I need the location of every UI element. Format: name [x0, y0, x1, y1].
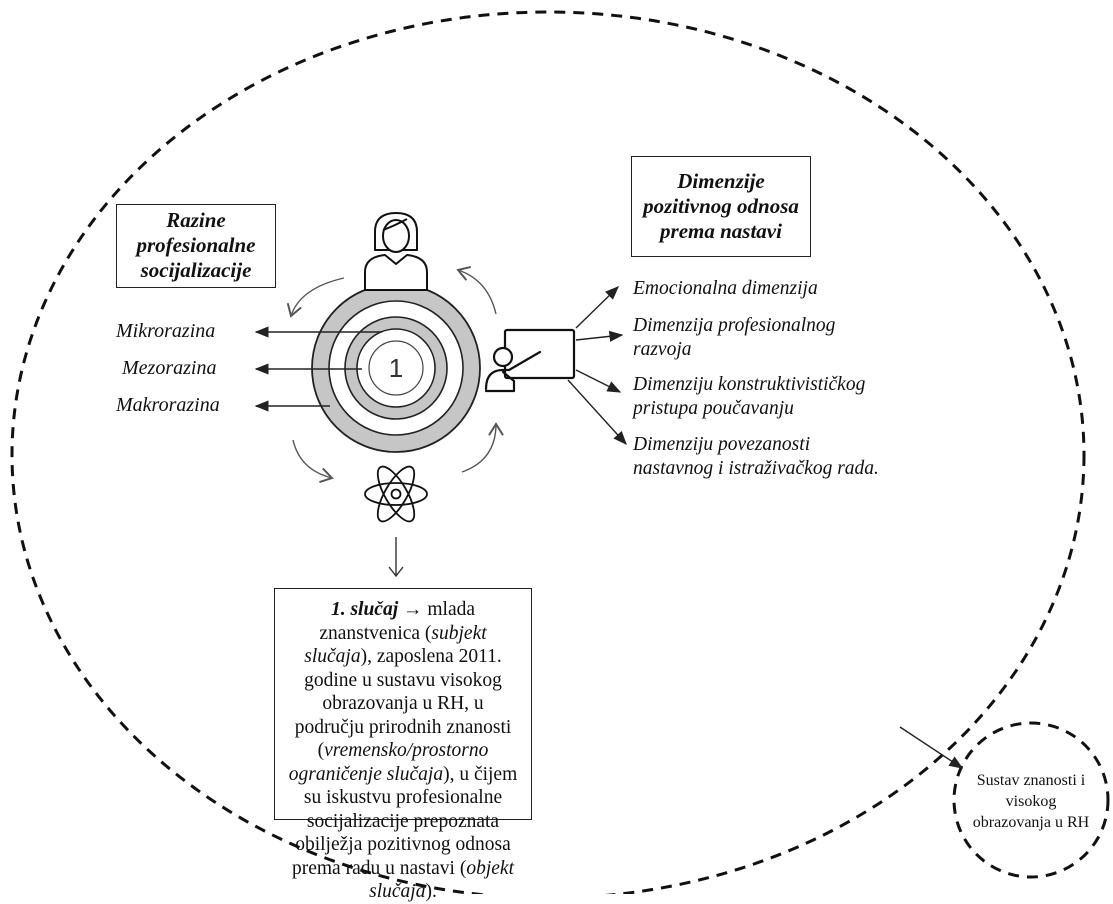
dimension-emotional-line-1: Emocionalna dimenzija [633, 278, 818, 299]
dimension-professional-line-2: razvoja [633, 339, 692, 360]
dimension-constructivist-line-1: Dimenziju konstruktivističkog [633, 374, 866, 395]
teacher-board-icon [484, 328, 576, 393]
case-arrow: → [403, 599, 423, 620]
dimension-professional-development: Dimenzija profesionalnog razvoja [633, 314, 835, 362]
arrow-dim-4 [567, 379, 627, 446]
level-mezorazina: Mezorazina [122, 357, 217, 379]
atom-icon [364, 465, 428, 523]
case-text-1: mlada znanstvenica ( [319, 599, 476, 644]
cycle-arrows [286, 265, 504, 484]
center-number: 1 [388, 353, 404, 383]
dimension-teaching-research: Dimenziju povezanosti nastavnog i istraž… [633, 433, 879, 481]
dimension-professional-line-1: Dimenzija profesionalnog [633, 315, 836, 336]
levels-box-title-1: Razine [166, 208, 226, 232]
system-label-line-1: Sustav znanosti i [976, 772, 1086, 789]
level-mikrorazina: Mikrorazina [116, 320, 216, 342]
connector-arrow [899, 726, 964, 769]
case-text-3: ), u čijem su iskustvu profesionalne soc… [291, 763, 518, 879]
outer-context-ellipse [10, 10, 1086, 894]
case-box: 1. slučaj → mlada znanstvenica (subjekt … [274, 588, 532, 902]
system-label-line-2: visokog [1005, 793, 1057, 810]
dimensions-box-title-2: pozitivnog odnosa [643, 194, 799, 218]
levels-box: Razine profesionalne socijalizacije [116, 204, 276, 288]
levels-box-title-2: profesionalne [136, 233, 256, 257]
concentric-rings [311, 283, 481, 453]
arrow-to-case [388, 537, 404, 578]
case-limit: vremensko/prostorno ograničenje slučaja [288, 740, 489, 785]
dimensions-box: Dimenzije pozitivnog odnosa prema nastav… [631, 156, 811, 257]
case-subject: subjekt slučaja [304, 622, 487, 668]
arrow-dim-1 [575, 286, 620, 329]
dimension-emotional: Emocionalna dimenzija [633, 277, 818, 301]
woman-icon [364, 212, 428, 291]
dimensions-box-title-3: prema nastavi [660, 219, 782, 243]
levels-box-title-3: socijalizacije [140, 258, 252, 282]
dimension-teaching-research-line-2: nastavnog i istraživačkog rada. [633, 458, 879, 479]
case-text-4: ). [425, 881, 437, 902]
case-text-2: ), zaposlena 2011. godine u sustavu viso… [294, 646, 512, 761]
case-lead: 1. slučaj [330, 599, 399, 620]
dimension-teaching-research-line-1: Dimenziju povezanosti [633, 434, 811, 455]
dimensions-box-title-1: Dimenzije [677, 169, 765, 193]
dimension-constructivist: Dimenziju konstruktivističkog pristupa p… [633, 373, 865, 421]
system-circle-label: Sustav znanosti i visokog obrazovanja u … [954, 770, 1108, 833]
arrow-dim-3 [575, 369, 622, 393]
system-circle [952, 721, 1110, 879]
arrow-dim-2 [575, 330, 624, 342]
level-makrorazina: Makrorazina [116, 394, 220, 416]
system-label-line-3: obrazovanja u RH [972, 814, 1090, 831]
dimension-constructivist-line-2: pristupa poučavanju [633, 398, 794, 419]
